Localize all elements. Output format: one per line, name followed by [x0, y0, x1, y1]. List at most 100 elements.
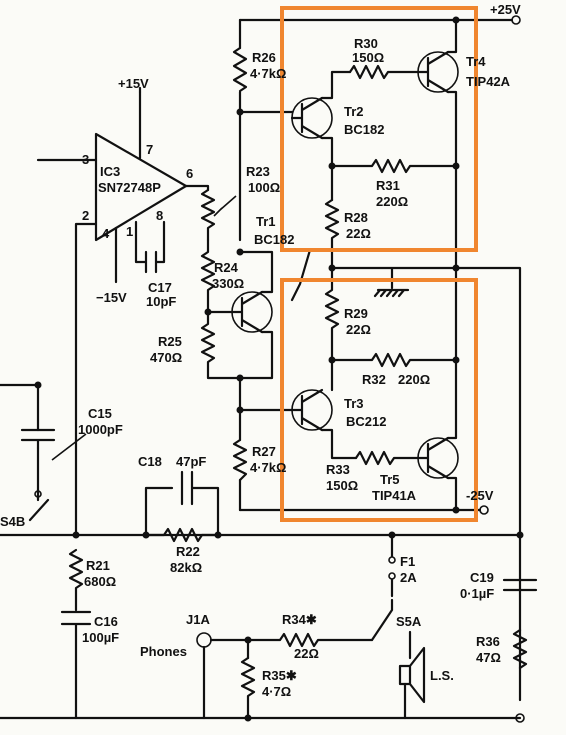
label-c16: C16 — [94, 614, 118, 629]
tr5-collector-wire — [446, 266, 458, 512]
label-tr3t: BC212 — [346, 414, 386, 429]
junction-dot — [72, 531, 80, 539]
junction-dot — [388, 531, 396, 539]
junction-dot — [236, 406, 244, 414]
loudspeaker — [398, 646, 426, 704]
junction-dot — [244, 714, 252, 722]
label-c16v: 100µF — [82, 630, 119, 645]
ic3-triangle — [94, 132, 188, 242]
c17-capacitor — [134, 220, 166, 274]
label-r25: R25 — [158, 334, 182, 349]
junction-dot — [236, 248, 244, 256]
tr2-symbol — [290, 96, 324, 140]
junction-dot — [452, 16, 460, 24]
label-pin7: 7 — [146, 142, 153, 157]
label-pin1: 1 — [126, 224, 133, 239]
junction-dot — [328, 356, 336, 364]
label-r21: R21 — [86, 558, 110, 573]
minus25v-terminal — [479, 505, 489, 515]
label-ic3-type: SN72748P — [98, 180, 161, 195]
junction-dot — [516, 531, 524, 539]
label-c17: C17 — [148, 280, 172, 295]
junction-dot — [236, 108, 244, 116]
junction-dot — [452, 506, 460, 514]
label-tr2t: BC182 — [344, 122, 384, 137]
label-r32: R32 — [362, 372, 386, 387]
label-r25v: 470Ω — [150, 350, 182, 365]
tr1-wiring — [206, 250, 274, 380]
label-r35: R35✱ — [262, 668, 297, 683]
r27-resistor — [232, 438, 248, 482]
label-ic3: IC3 — [100, 164, 120, 179]
label-r33v: 150Ω — [326, 478, 358, 493]
label-r30v: 150Ω — [352, 50, 384, 65]
label-tr1: Tr1 — [256, 214, 276, 229]
label-r27v: 4·7kΩ — [250, 460, 286, 475]
junction-dot — [452, 162, 460, 170]
ic3-output-wire — [184, 184, 210, 192]
label-p15: +15V — [118, 76, 149, 91]
c15-capacitor — [20, 428, 56, 450]
output-line — [454, 266, 522, 702]
label-c19: C19 — [470, 570, 494, 585]
label-c15v: 1000pF — [78, 422, 123, 437]
label-r24: R24 — [214, 260, 239, 275]
r34-resistor — [246, 632, 374, 648]
label-c17v: 10pF — [146, 294, 176, 309]
tr4-collector-wire — [446, 90, 458, 270]
label-tr1t: BC182 — [254, 232, 294, 247]
r28-resistor — [324, 198, 340, 270]
c16-capacitor — [60, 610, 92, 720]
c15-label-arrow — [51, 433, 87, 461]
label-tr4t: TIP42A — [466, 74, 511, 89]
r33-resistor — [354, 450, 420, 466]
junction-dot — [236, 374, 244, 382]
label-r34: R34✱ — [282, 612, 317, 627]
label-r30: R30 — [354, 36, 378, 51]
label-r26v: 4·7kΩ — [250, 66, 286, 81]
ground-symbol — [373, 288, 410, 298]
f1-contact-top — [388, 556, 396, 564]
label-r29v: 22Ω — [346, 322, 371, 337]
junction-dot — [142, 531, 150, 539]
label-pin4: 4 — [102, 226, 110, 241]
label-c18v: 47pF — [176, 454, 206, 469]
r30-resistor — [348, 64, 420, 80]
label-pin2: 2 — [82, 208, 89, 223]
label-s4b: S4B — [0, 514, 25, 529]
s5a-switch — [370, 598, 412, 660]
s4b-contact — [34, 490, 42, 498]
label-r33: R33 — [326, 462, 350, 477]
j1a-jack — [196, 632, 212, 648]
label-r35v: 4·7Ω — [262, 684, 291, 699]
label-c15: C15 — [88, 406, 112, 421]
label-r23: R23 — [246, 164, 270, 179]
label-pin3: 3 — [82, 152, 89, 167]
r29-resistor — [324, 266, 340, 392]
label-s5a: S5A — [396, 614, 422, 629]
s4b-switch — [28, 488, 50, 522]
label-pin6: 6 — [186, 166, 193, 181]
label-tr5: Tr5 — [380, 472, 400, 487]
junction-dot — [328, 162, 336, 170]
label-r29: R29 — [344, 306, 368, 321]
tr3-collector-wire — [320, 428, 358, 460]
junction-dot — [204, 308, 212, 316]
tr1-link — [290, 248, 312, 302]
label-r36: R36 — [476, 634, 500, 649]
lower-output-highlight — [280, 278, 478, 522]
junction-dot — [452, 264, 460, 272]
r25-resistor — [200, 310, 242, 380]
r21-resistor — [68, 548, 84, 612]
label-phones: Phones — [140, 644, 187, 659]
label-r26: R26 — [252, 50, 276, 65]
ic3-inputs — [36, 158, 98, 537]
c18-capacitor — [144, 470, 220, 537]
junction-dot — [34, 381, 42, 389]
label-f1: F1 — [400, 554, 415, 569]
r24-resistor — [200, 238, 216, 314]
phones-wire — [202, 638, 250, 720]
label-tr5t: TIP41A — [372, 488, 417, 503]
